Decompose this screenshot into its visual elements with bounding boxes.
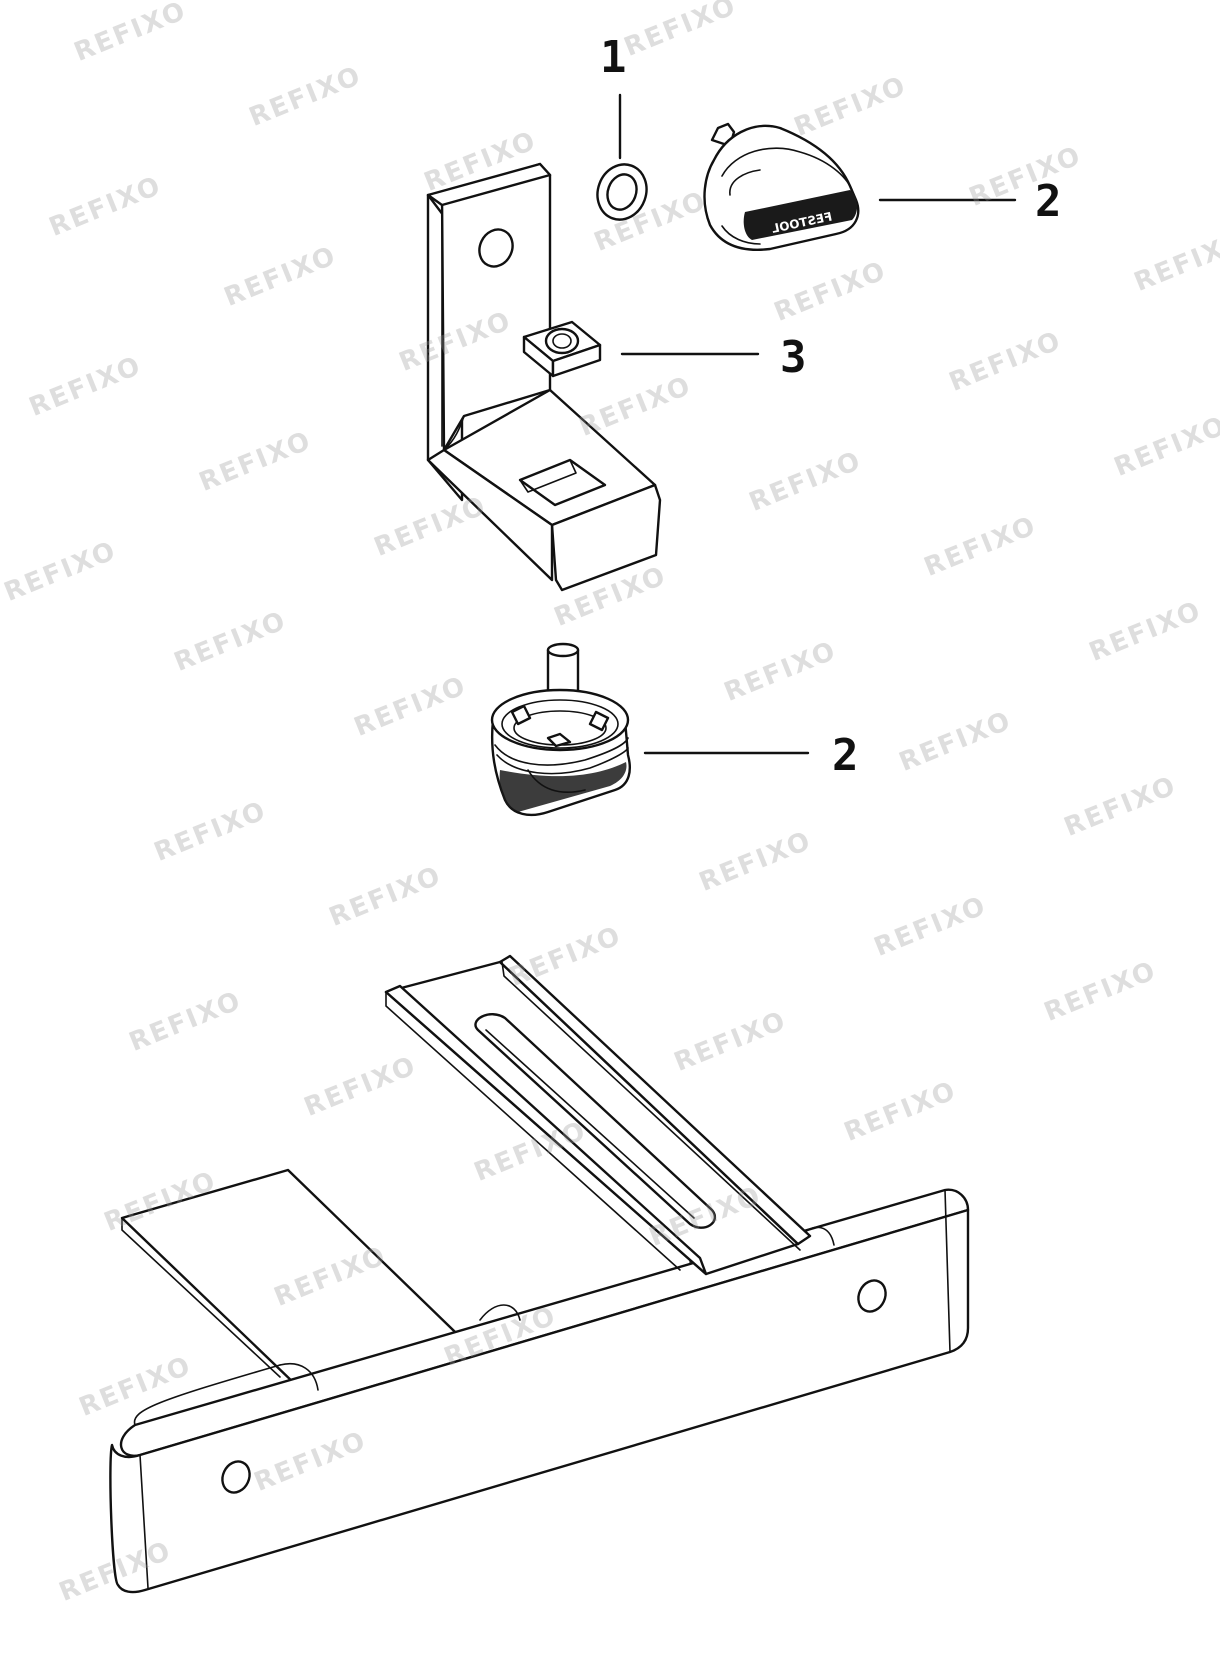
callout-2-top: 2 [1035,176,1062,227]
washer-part-1 [596,163,648,221]
callout-1: 1 [600,32,627,83]
callout-2-bottom: 2 [832,730,859,781]
callout-3: 3 [780,332,807,383]
clamping-knob-bottom [490,642,631,816]
l-bracket [426,162,662,592]
leader-lines [618,93,1017,755]
base-rail [109,954,970,1594]
square-nut-part-3 [522,320,602,378]
clamping-knob-top: FESTOOL [703,122,860,251]
